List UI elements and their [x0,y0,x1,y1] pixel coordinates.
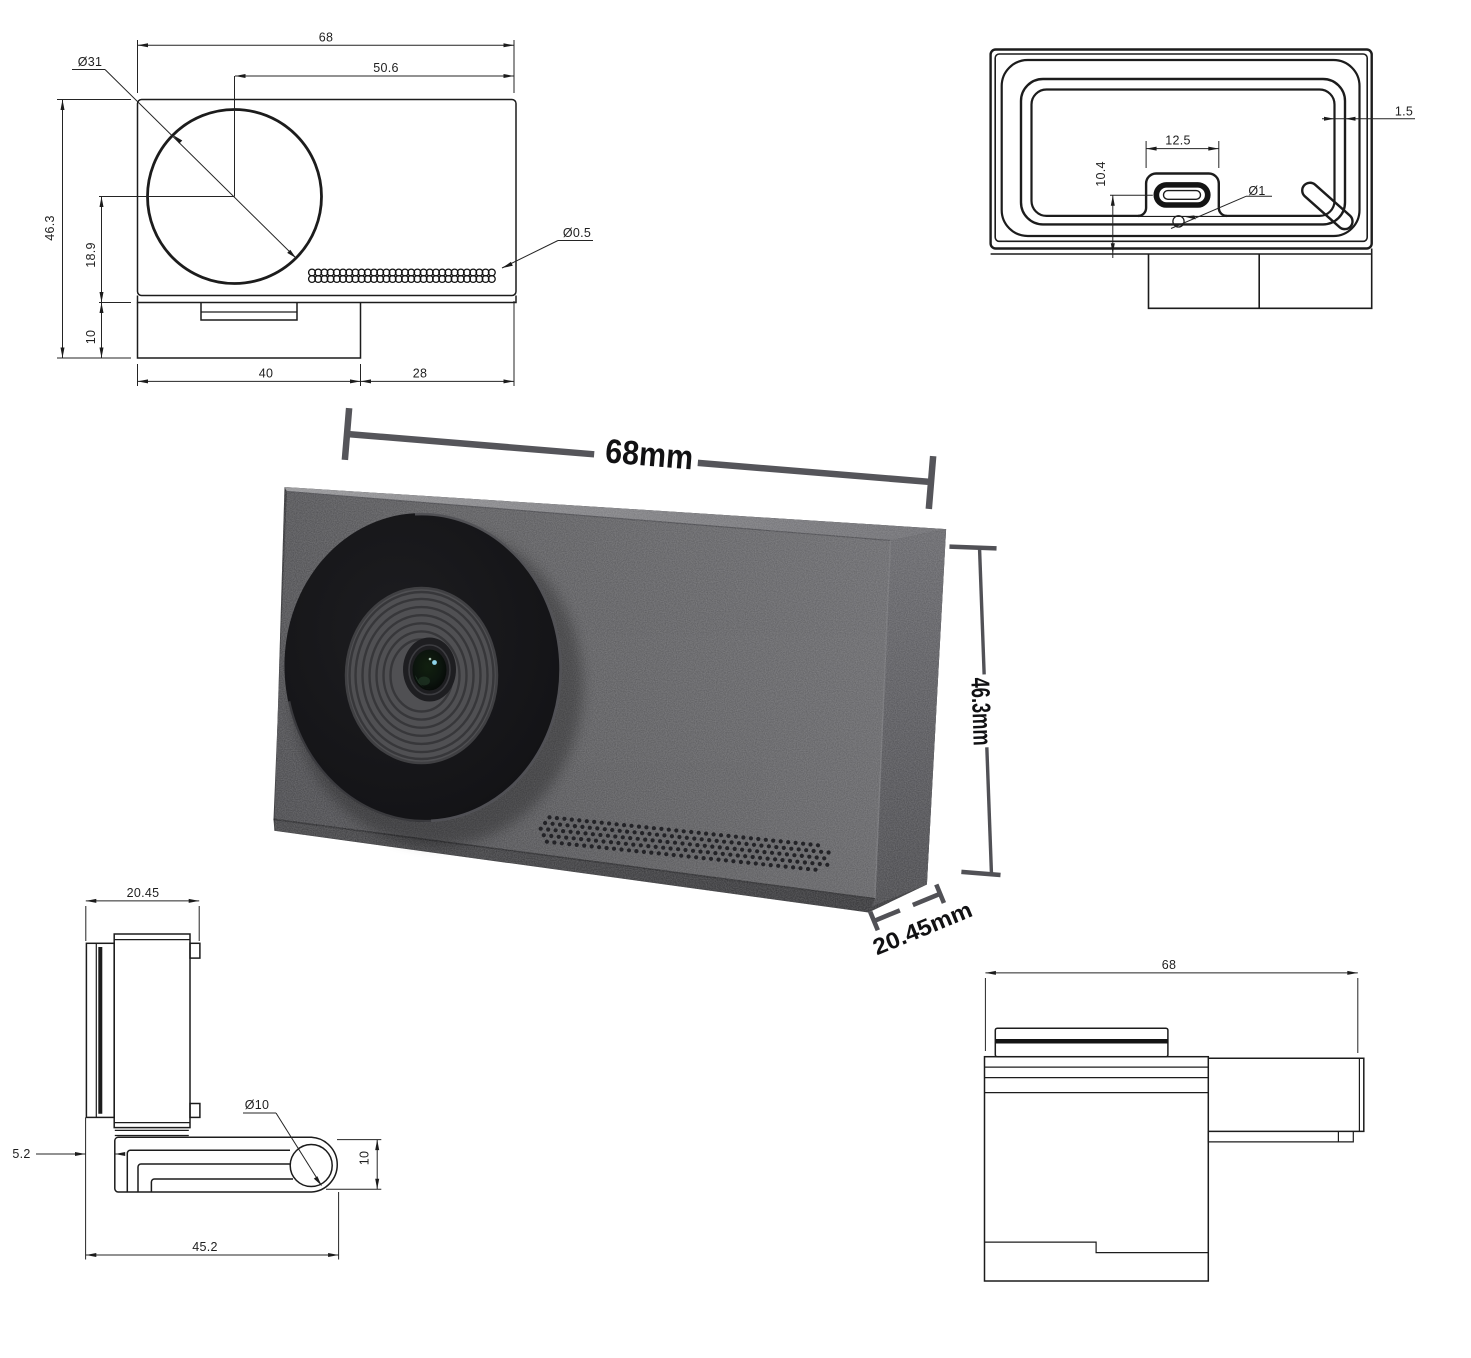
svg-text:Ø0.5: Ø0.5 [563,226,591,240]
svg-text:Ø1: Ø1 [1248,184,1265,198]
svg-text:46.3mm: 46.3mm [965,677,997,746]
svg-text:20.45: 20.45 [127,886,160,900]
svg-text:10: 10 [84,330,98,345]
svg-text:68: 68 [319,31,334,45]
svg-text:46.3: 46.3 [43,215,57,241]
svg-text:10.4: 10.4 [1094,161,1108,187]
svg-text:Ø10: Ø10 [245,1098,270,1112]
svg-text:18.9: 18.9 [84,242,98,268]
svg-text:28: 28 [413,367,428,381]
svg-text:20.45mm: 20.45mm [869,896,976,960]
svg-text:50.6: 50.6 [373,61,399,75]
svg-text:45.2: 45.2 [192,1240,218,1254]
svg-text:1.5: 1.5 [1395,105,1413,119]
svg-text:5.2: 5.2 [12,1147,30,1161]
svg-text:68mm: 68mm [604,432,695,477]
svg-text:12.5: 12.5 [1165,134,1191,148]
svg-text:40: 40 [259,367,274,381]
svg-text:10: 10 [358,1151,372,1166]
svg-text:Ø31: Ø31 [78,55,103,69]
svg-text:68: 68 [1162,958,1177,972]
